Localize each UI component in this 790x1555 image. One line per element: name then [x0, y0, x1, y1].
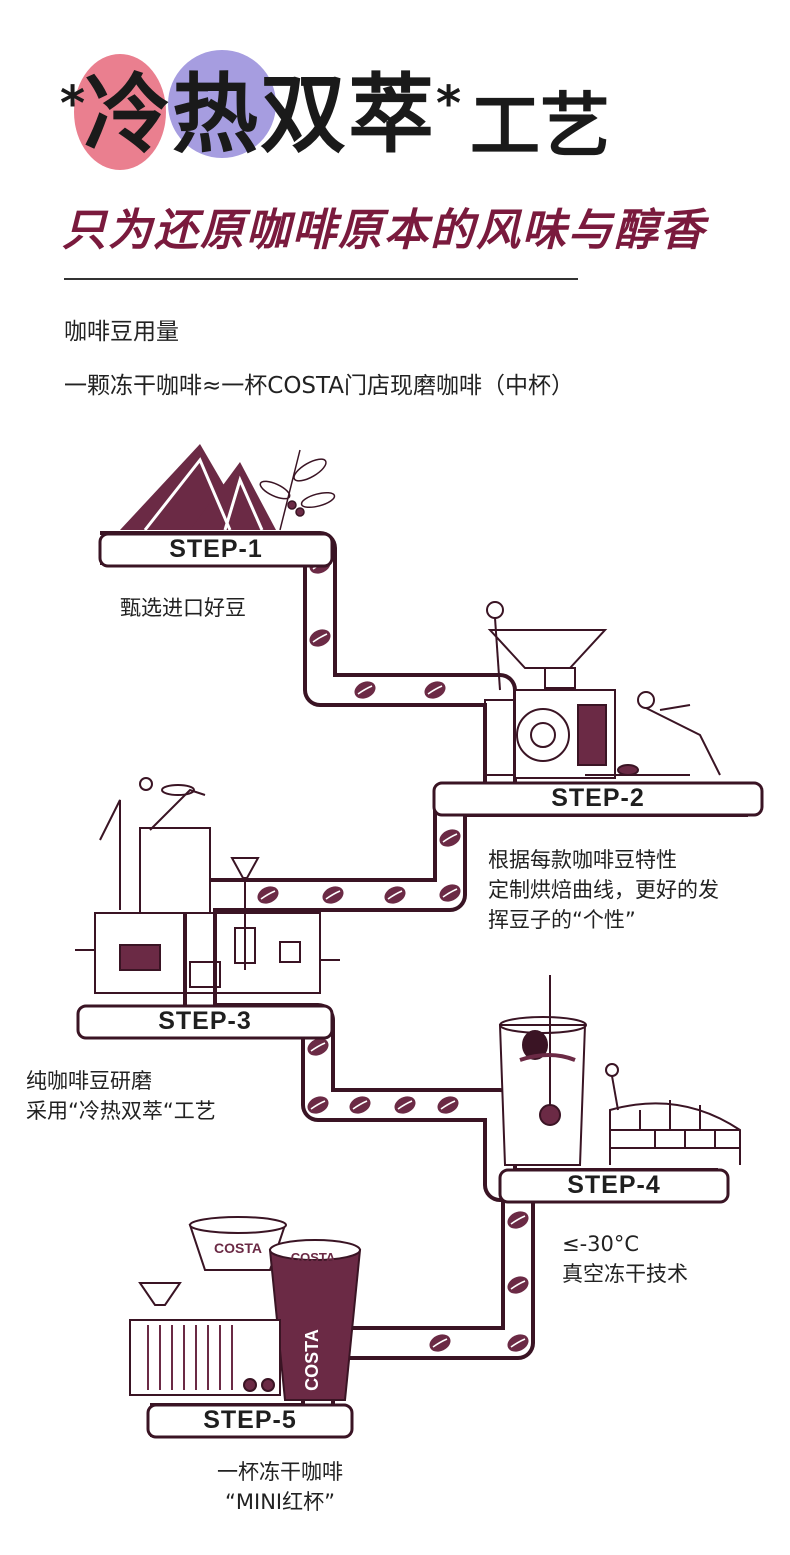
mountain-illustration [120, 444, 276, 531]
title-char-2: 热 [172, 65, 258, 165]
title-suffix: 工艺 [470, 85, 610, 167]
step-pills [76, 532, 764, 1439]
step-4-label: STEP-4 [567, 1171, 661, 1199]
divider [64, 278, 578, 280]
coffee-plant-icon [259, 449, 336, 531]
step-3-desc-line: 纯咖啡豆研磨 [26, 1069, 152, 1093]
title-star-left: * [60, 76, 85, 132]
step-3-desc-line: 采用“冷热双萃“工艺 [26, 1099, 216, 1123]
extraction-equipment-icon [75, 777, 340, 994]
step-1-label: STEP-1 [169, 535, 263, 563]
pink-blob [74, 54, 166, 170]
step-5-desc: 一杯冻干咖啡 “MINI红杯” [200, 1457, 360, 1517]
brand-text-cup: COSTA [214, 1240, 262, 1256]
intro-line-1: 咖啡豆用量 [64, 319, 179, 345]
step-3-label: STEP-3 [158, 1007, 252, 1035]
winding-path [100, 531, 748, 1437]
step-5-desc-line: 一杯冻干咖啡 [217, 1460, 343, 1484]
step-4-desc-line: ≤-30°C [562, 1232, 640, 1256]
step-5-label: STEP-5 [203, 1406, 297, 1434]
title-char-3: 双 [260, 65, 346, 165]
brand-text-lid: COSTA [291, 1250, 336, 1265]
brand-text-tall: COSTA [302, 1329, 322, 1391]
roaster-machine-icon [484, 601, 721, 779]
step-2-desc: 根据每款咖啡豆特性 定制烘焙曲线，更好的发 挥豆子的“个性” [488, 845, 719, 935]
step-2-desc-line: 挥豆子的“个性” [488, 908, 636, 932]
step-2-label: STEP-2 [551, 784, 645, 812]
page-subtitle: 只为还原咖啡原本的风味与醇香 [62, 205, 706, 256]
page-title: * 冷 热 双 萃 * 工艺 [60, 65, 610, 167]
step-2-desc-line: 根据每款咖啡豆特性 [488, 848, 677, 872]
title-star-right: * [436, 76, 461, 132]
step-5-desc-line: “MINI红杯” [225, 1490, 335, 1514]
step-1-desc: 甄选进口好豆 [120, 593, 246, 623]
step-2-desc-line: 定制烘焙曲线，更好的发 [488, 878, 719, 902]
intro-line-2: 一颗冻干咖啡≈一杯COSTA门店现磨咖啡（中杯） [64, 373, 575, 399]
step-4-desc: ≤-30°C 真空冻干技术 [562, 1229, 688, 1289]
step-1-desc-line: 甄选进口好豆 [120, 596, 246, 620]
step-4-desc-line: 真空冻干技术 [562, 1262, 688, 1286]
freeze-dry-cup-icon [498, 975, 741, 1166]
title-char-4: 萃 [348, 65, 434, 165]
title-char-1: 冷 [84, 65, 170, 165]
lavender-blob [168, 50, 276, 158]
step-3-desc: 纯咖啡豆研磨 采用“冷热双萃“工艺 [26, 1066, 216, 1126]
costa-cups-icon: COSTA COSTA COSTA [129, 1216, 362, 1401]
